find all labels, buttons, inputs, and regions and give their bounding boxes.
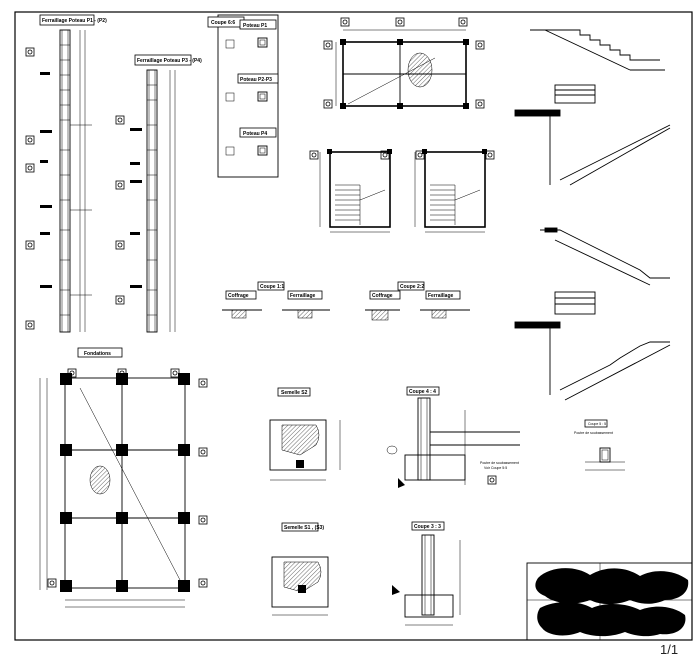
- title-coupe-33: Coupe 3 : 3: [414, 524, 441, 530]
- title-poteau-p2-p3: Poteau P2-P3: [240, 77, 272, 83]
- title-box-p3-p4: [134, 54, 192, 66]
- footing-s2-section: Semelle S2: [269, 387, 341, 481]
- label-ferraillage-2: Ferraillage: [428, 293, 454, 299]
- label-voir-coupe: Voir Coupe 5:5: [484, 466, 507, 470]
- sheet-frame: [14, 11, 693, 641]
- beam-sections-11-22: Coupe 1:1 Coffrage Ferraillage Coupe 2:2…: [222, 281, 470, 321]
- label-coffrage-2: Coffrage: [372, 293, 393, 299]
- title-box-p1-p2: [39, 14, 95, 26]
- section-33: Coupe 3 : 3: [392, 521, 461, 626]
- title-poteau-p1: Poteau P1: [243, 23, 267, 29]
- column-sections-panel: Coupe 6:6 Poteau P1 Poteau P2-P3 Poteau …: [207, 14, 279, 178]
- title-coupe-44: Coupe 4 : 4: [409, 389, 436, 395]
- title-coupe-55: Coupe 5 : 5: [588, 422, 606, 426]
- foundation-plan: Fondations: [39, 347, 208, 608]
- title-poteau-p1-p2: Ferraillage Poteau P1 - (P2): [42, 18, 107, 24]
- footing-s1-section: Semelle S1 , (S3): [271, 522, 329, 616]
- stair-plans: [309, 149, 495, 233]
- column-p3-p4-elevation: Ferraillage Poteau P3 - (P4): [115, 54, 202, 333]
- title-poteau-p4: Poteau P4: [243, 131, 267, 137]
- title-block: 1/1: [526, 562, 693, 657]
- label-coffrage-1: Coffrage: [228, 293, 249, 299]
- column-p1-p2-elevation: Ferraillage Poteau P1 - (P2): [25, 14, 107, 333]
- slab-plan: [323, 17, 485, 109]
- title-semelle-s2: Semelle S2: [281, 390, 308, 396]
- title-coupe-66: Coupe 6:6: [211, 20, 235, 26]
- title-coupe-11: Coupe 1:1: [260, 284, 284, 290]
- label-poutre-soubassement-44: Poutre de soubassement: [480, 461, 519, 465]
- title-semelle-s1: Semelle S1 , (S3): [284, 525, 324, 531]
- redaction-scribble: [535, 568, 689, 637]
- label-poutre-soubassement-55: Poutre de soubassement: [574, 431, 613, 435]
- title-poteau-p3-p4: Ferraillage Poteau P3 - (P4): [137, 58, 202, 64]
- page-number: 1/1: [660, 642, 678, 657]
- title-fondations: Fondations: [84, 351, 111, 357]
- label-ferraillage-1: Ferraillage: [290, 293, 316, 299]
- section-44: Coupe 4 : 4 Poutre de soubassement Voir …: [386, 386, 520, 488]
- title-coupe-22: Coupe 2:2: [400, 284, 424, 290]
- stair-sections: [514, 29, 671, 401]
- section-55: Coupe 5 : 5 Poutre de soubassement: [574, 419, 625, 471]
